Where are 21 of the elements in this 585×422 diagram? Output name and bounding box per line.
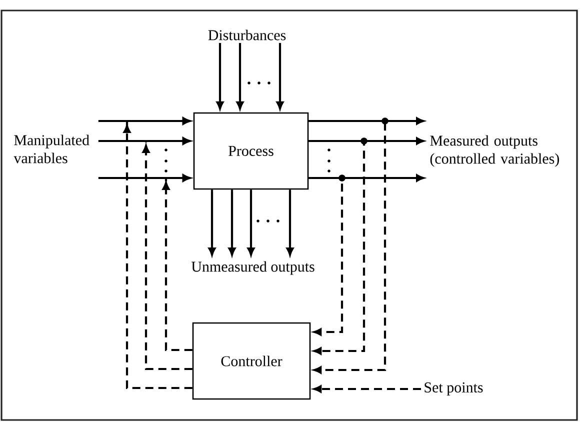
arrow <box>286 190 294 256</box>
arrow <box>228 190 236 256</box>
dashed-arrow <box>314 385 421 393</box>
dashed-arrow <box>308 176 344 336</box>
signal-label: Unmeasured outputs <box>191 261 314 275</box>
dashed-arrow <box>123 117 192 390</box>
signal-label: Manipulated variables <box>14 134 90 164</box>
arrow <box>208 190 216 256</box>
signal-label: Measured outputs (controlled variables) <box>430 135 559 167</box>
arrow <box>276 42 284 110</box>
arrow <box>247 190 255 256</box>
arrow <box>236 42 244 110</box>
block-box: Process <box>193 112 309 190</box>
dashed-arrow <box>308 120 386 374</box>
arrow <box>216 42 224 110</box>
signal-label: Disturbances <box>208 30 286 40</box>
block-box: Controller <box>192 322 311 400</box>
dashed-arrow <box>308 140 366 355</box>
signal-label: Set points <box>424 382 483 396</box>
dashed-arrow <box>142 137 192 370</box>
dashed-arrow <box>162 174 192 352</box>
